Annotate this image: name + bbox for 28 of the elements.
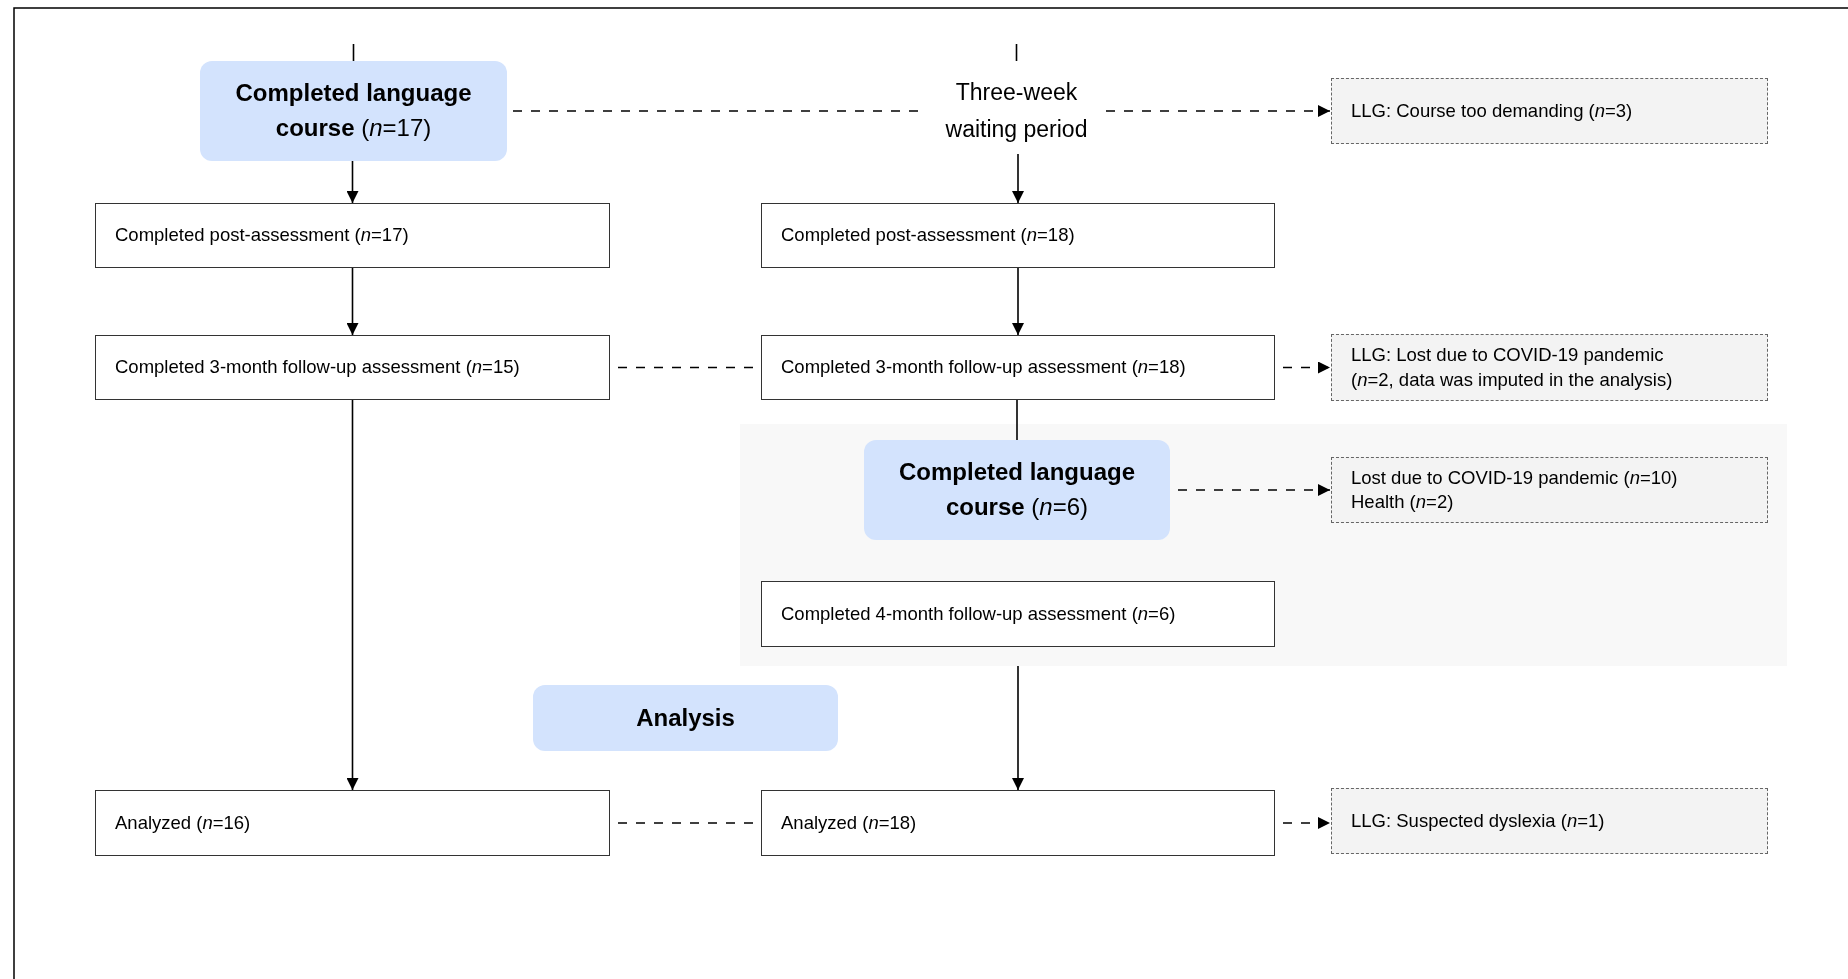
exclusion-box: LLG: Lost due to COVID-19 pandemic (n=2, data was imputed in the analysis) (1331, 334, 1768, 401)
arrow (1012, 665, 1024, 791)
arrow (1177, 484, 1331, 496)
arrow (1012, 267, 1024, 336)
highlight-box: Completed language course (n=17) (200, 61, 507, 161)
exclusion-box: Lost due to COVID-19 pandemic (n=10) Health (n=2) (1331, 457, 1768, 523)
section-header: Analysis (533, 685, 838, 751)
process-box: Analyzed (n=16) (95, 790, 610, 856)
exclusion-box: LLG: Suspected dyslexia (n=1) (1331, 788, 1768, 854)
process-box: Completed 3-month follow-up assessment (n=18) (761, 335, 1275, 400)
connector-line (1015, 43, 1018, 62)
arrow (1012, 153, 1024, 204)
highlight-box: Completed language course (n=6) (864, 440, 1170, 540)
connector-line (1016, 399, 1018, 441)
exclusion-box: LLG: Course too demanding (n=3) (1331, 78, 1768, 144)
arrow (346, 160, 359, 204)
phase-band (740, 424, 1787, 666)
process-box: Analyzed (n=18) (761, 790, 1275, 856)
arrow (346, 399, 359, 791)
period-label: Three-week waiting period (937, 68, 1096, 154)
process-box: Completed 4-month follow-up assessment (n=6) (761, 581, 1275, 647)
arrow (346, 267, 359, 336)
process-box: Completed post-assessment (n=18) (761, 203, 1275, 268)
arrow (1282, 817, 1331, 829)
process-box: Completed 3-month follow-up assessment (n=15) (95, 335, 610, 400)
arrow (1282, 361, 1331, 374)
arrow (1105, 105, 1331, 117)
process-box: Completed post-assessment (n=17) (95, 203, 610, 268)
